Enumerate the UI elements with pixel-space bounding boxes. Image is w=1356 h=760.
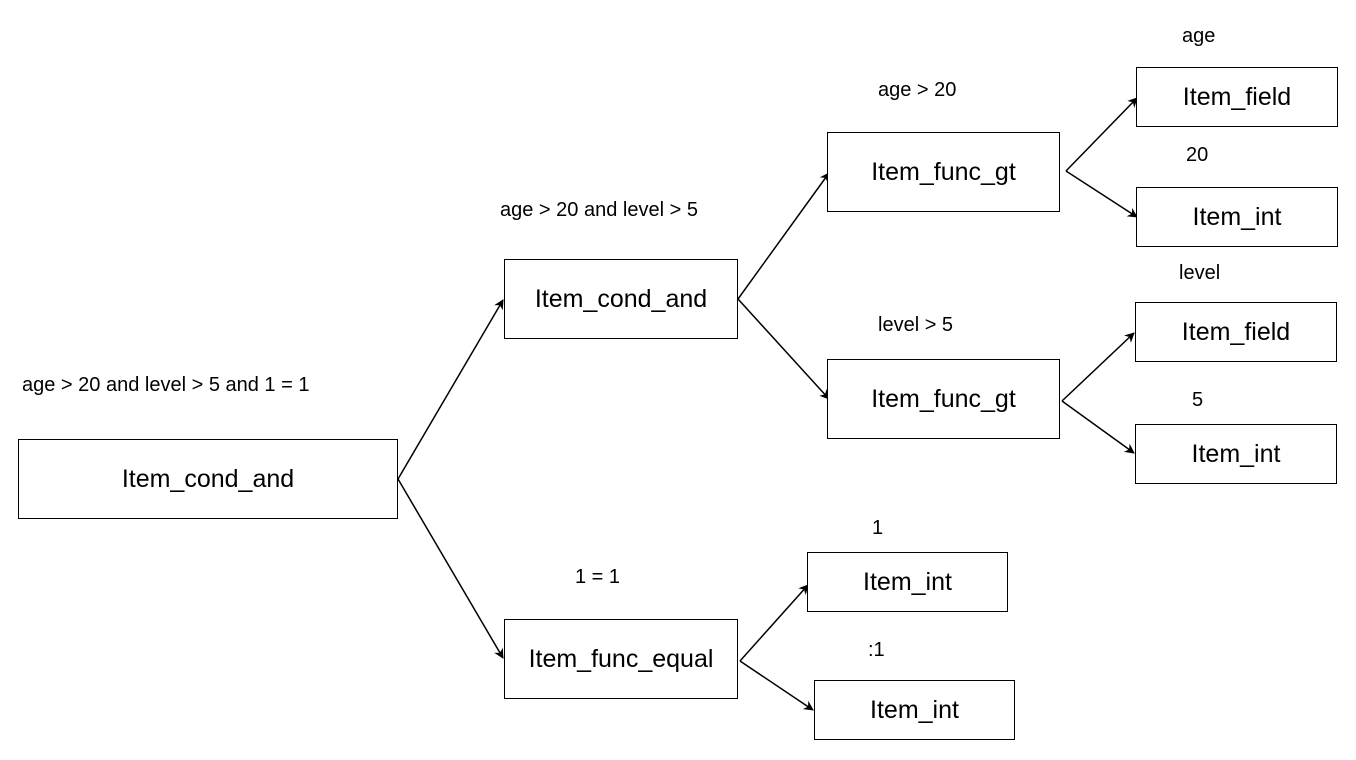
node-item-func-equal: Item_func_equal — [504, 619, 738, 699]
node-item-int-5: Item_int — [1135, 424, 1337, 484]
edge-root-to-cond-and — [397, 299, 504, 480]
node-root-item-cond-and: Item_cond_and — [18, 439, 398, 519]
node-item-int-1a: Item_int — [807, 552, 1008, 612]
edge-root-to-func-equal — [397, 478, 504, 659]
edge-gt-age-to-field-age — [1065, 97, 1138, 172]
label-func-equal-expression: 1 = 1 — [575, 566, 621, 588]
node-item-field-level: Item_field — [1135, 302, 1337, 362]
edge-equal-to-int-1b — [739, 660, 814, 711]
label-field-age: age — [1182, 25, 1216, 47]
node-item-int-20: Item_int — [1136, 187, 1338, 247]
label-int-1a: 1 — [872, 517, 884, 539]
node-item-func-gt-age: Item_func_gt — [827, 132, 1060, 212]
node-item-cond-and: Item_cond_and — [504, 259, 738, 339]
node-item-int-1b: Item_int — [814, 680, 1015, 740]
edge-gt-age-to-int-20 — [1065, 170, 1138, 218]
label-int-1b: :1 — [868, 639, 885, 661]
label-int-5: 5 — [1192, 389, 1204, 411]
edge-cond-and-to-gt-level — [737, 298, 830, 400]
edge-gt-level-to-int-5 — [1061, 400, 1135, 454]
label-gt-age-expression: age > 20 — [878, 79, 957, 101]
edge-cond-and-to-gt-age — [737, 172, 830, 300]
label-cond-and-expression: age > 20 and level > 5 — [500, 199, 698, 221]
label-root-expression: age > 20 and level > 5 and 1 = 1 — [22, 374, 310, 396]
label-gt-level-expression: level > 5 — [878, 314, 954, 336]
edge-gt-level-to-field-level — [1061, 332, 1135, 402]
node-item-func-gt-level: Item_func_gt — [827, 359, 1060, 439]
label-field-level: level — [1179, 262, 1221, 284]
label-int-20: 20 — [1186, 144, 1209, 166]
edge-equal-to-int-1a — [739, 584, 809, 662]
node-item-field-age: Item_field — [1136, 67, 1338, 127]
